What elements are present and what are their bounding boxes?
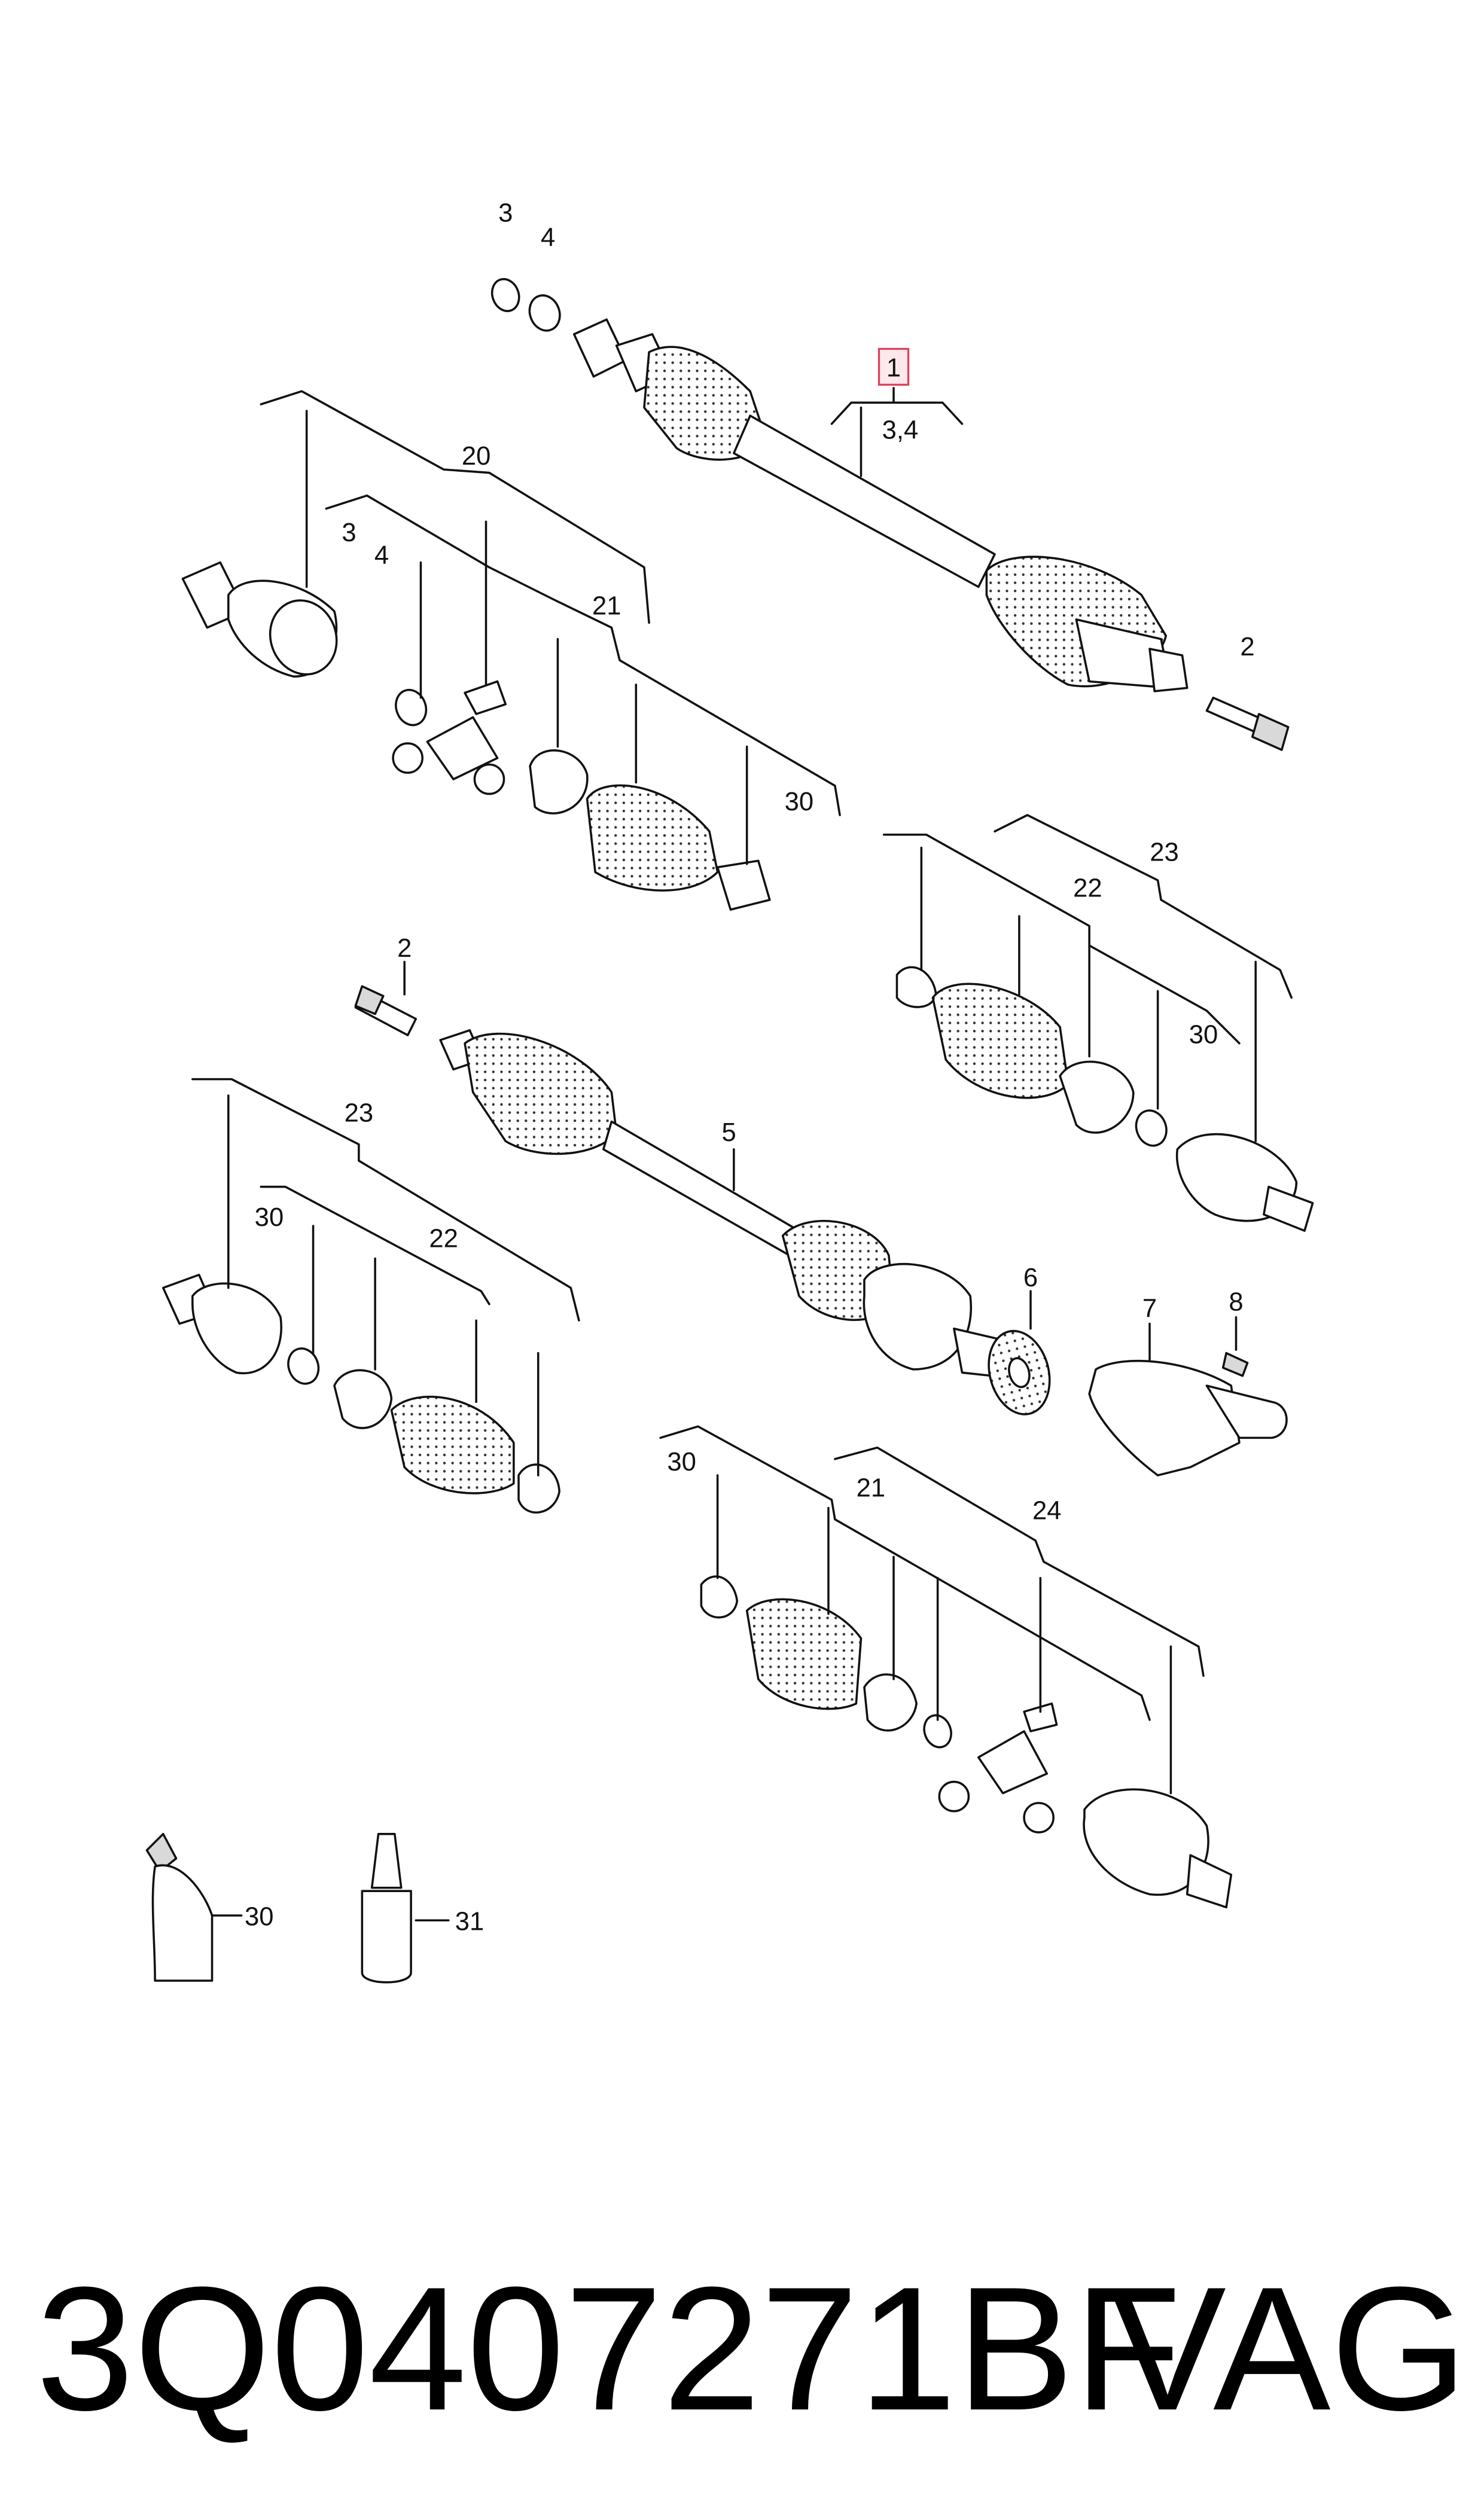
callout-2-mid: 2 [397,934,412,963]
callout-30-d: 30 [667,1448,696,1476]
circlip-icon [490,277,520,312]
joint-set-d [700,1575,1233,1909]
callout-20: 20 [462,442,491,471]
drive-shaft-middle [354,985,1051,1415]
callout-23-b: 23 [1150,838,1179,867]
bottle-icon [361,1833,412,1984]
joint-set-c [161,1273,560,1514]
callout-5: 5 [722,1118,736,1147]
callout-30-b: 30 [1189,1021,1218,1050]
callout-4-top: 4 [541,224,555,252]
brand-name: VAG [1109,2250,1468,2447]
cover-plate [1088,1351,1288,1476]
callout-24-d: 24 [1032,1497,1062,1526]
callout-21-d: 21 [857,1474,886,1503]
callout-31-e: 31 [455,1908,484,1936]
callout-30-a: 30 [785,788,814,816]
part-number: 3Q0407271BF [36,2250,1181,2447]
grease-tube-icon [145,1833,214,1982]
callout-3-top: 3 [498,199,513,228]
callout-1-sub: 3,4 [882,416,919,444]
callout-2-top: 2 [1240,633,1254,661]
callout-4-a: 4 [374,541,389,570]
drive-shaft-top [490,277,1290,751]
callout-6: 6 [1023,1264,1038,1292]
joint-set-a [181,561,771,911]
callout-23-c: 23 [345,1099,374,1128]
callout-21-a: 21 [592,592,621,621]
joint-set-b [895,966,1314,1232]
highlight-box [877,347,910,386]
callout-30-c: 30 [255,1203,284,1232]
callout-3-a: 3 [342,518,356,547]
ring-icon [528,294,561,332]
callout-22-c: 22 [429,1224,458,1253]
callout-30-e: 30 [245,1902,274,1931]
callout-1: 1 [886,354,901,383]
callout-22-b: 22 [1073,874,1102,902]
callout-8: 8 [1229,1288,1243,1317]
callout-7: 7 [1142,1295,1157,1323]
